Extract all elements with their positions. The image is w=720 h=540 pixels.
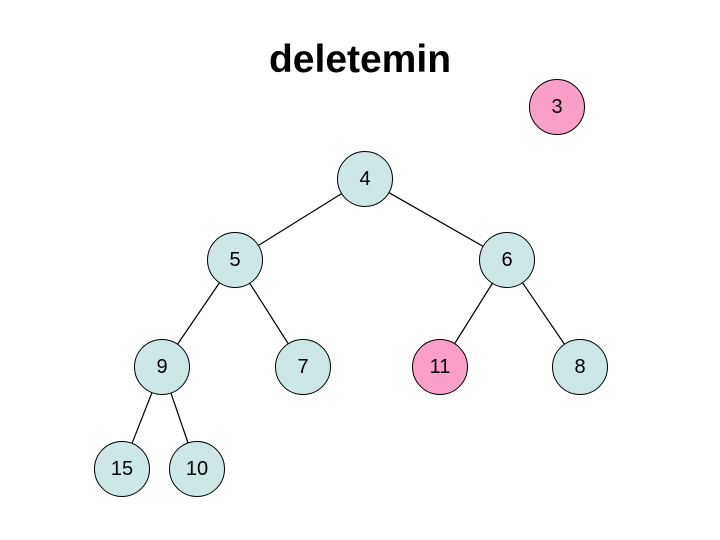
tree-node-11: 11: [412, 339, 468, 395]
tree-node-9: 9: [134, 339, 190, 395]
tree-node-15: 15: [94, 441, 150, 497]
tree-node-10: 10: [169, 441, 225, 497]
tree-node-4: 4: [337, 151, 393, 207]
tree-node-7: 7: [275, 339, 331, 395]
page-title: deletemin: [268, 38, 452, 81]
tree-node-6: 6: [479, 232, 535, 288]
tree-node-8: 8: [552, 339, 608, 395]
node-3-removed-min: 3: [529, 79, 585, 135]
tree-node-5: 5: [207, 232, 263, 288]
